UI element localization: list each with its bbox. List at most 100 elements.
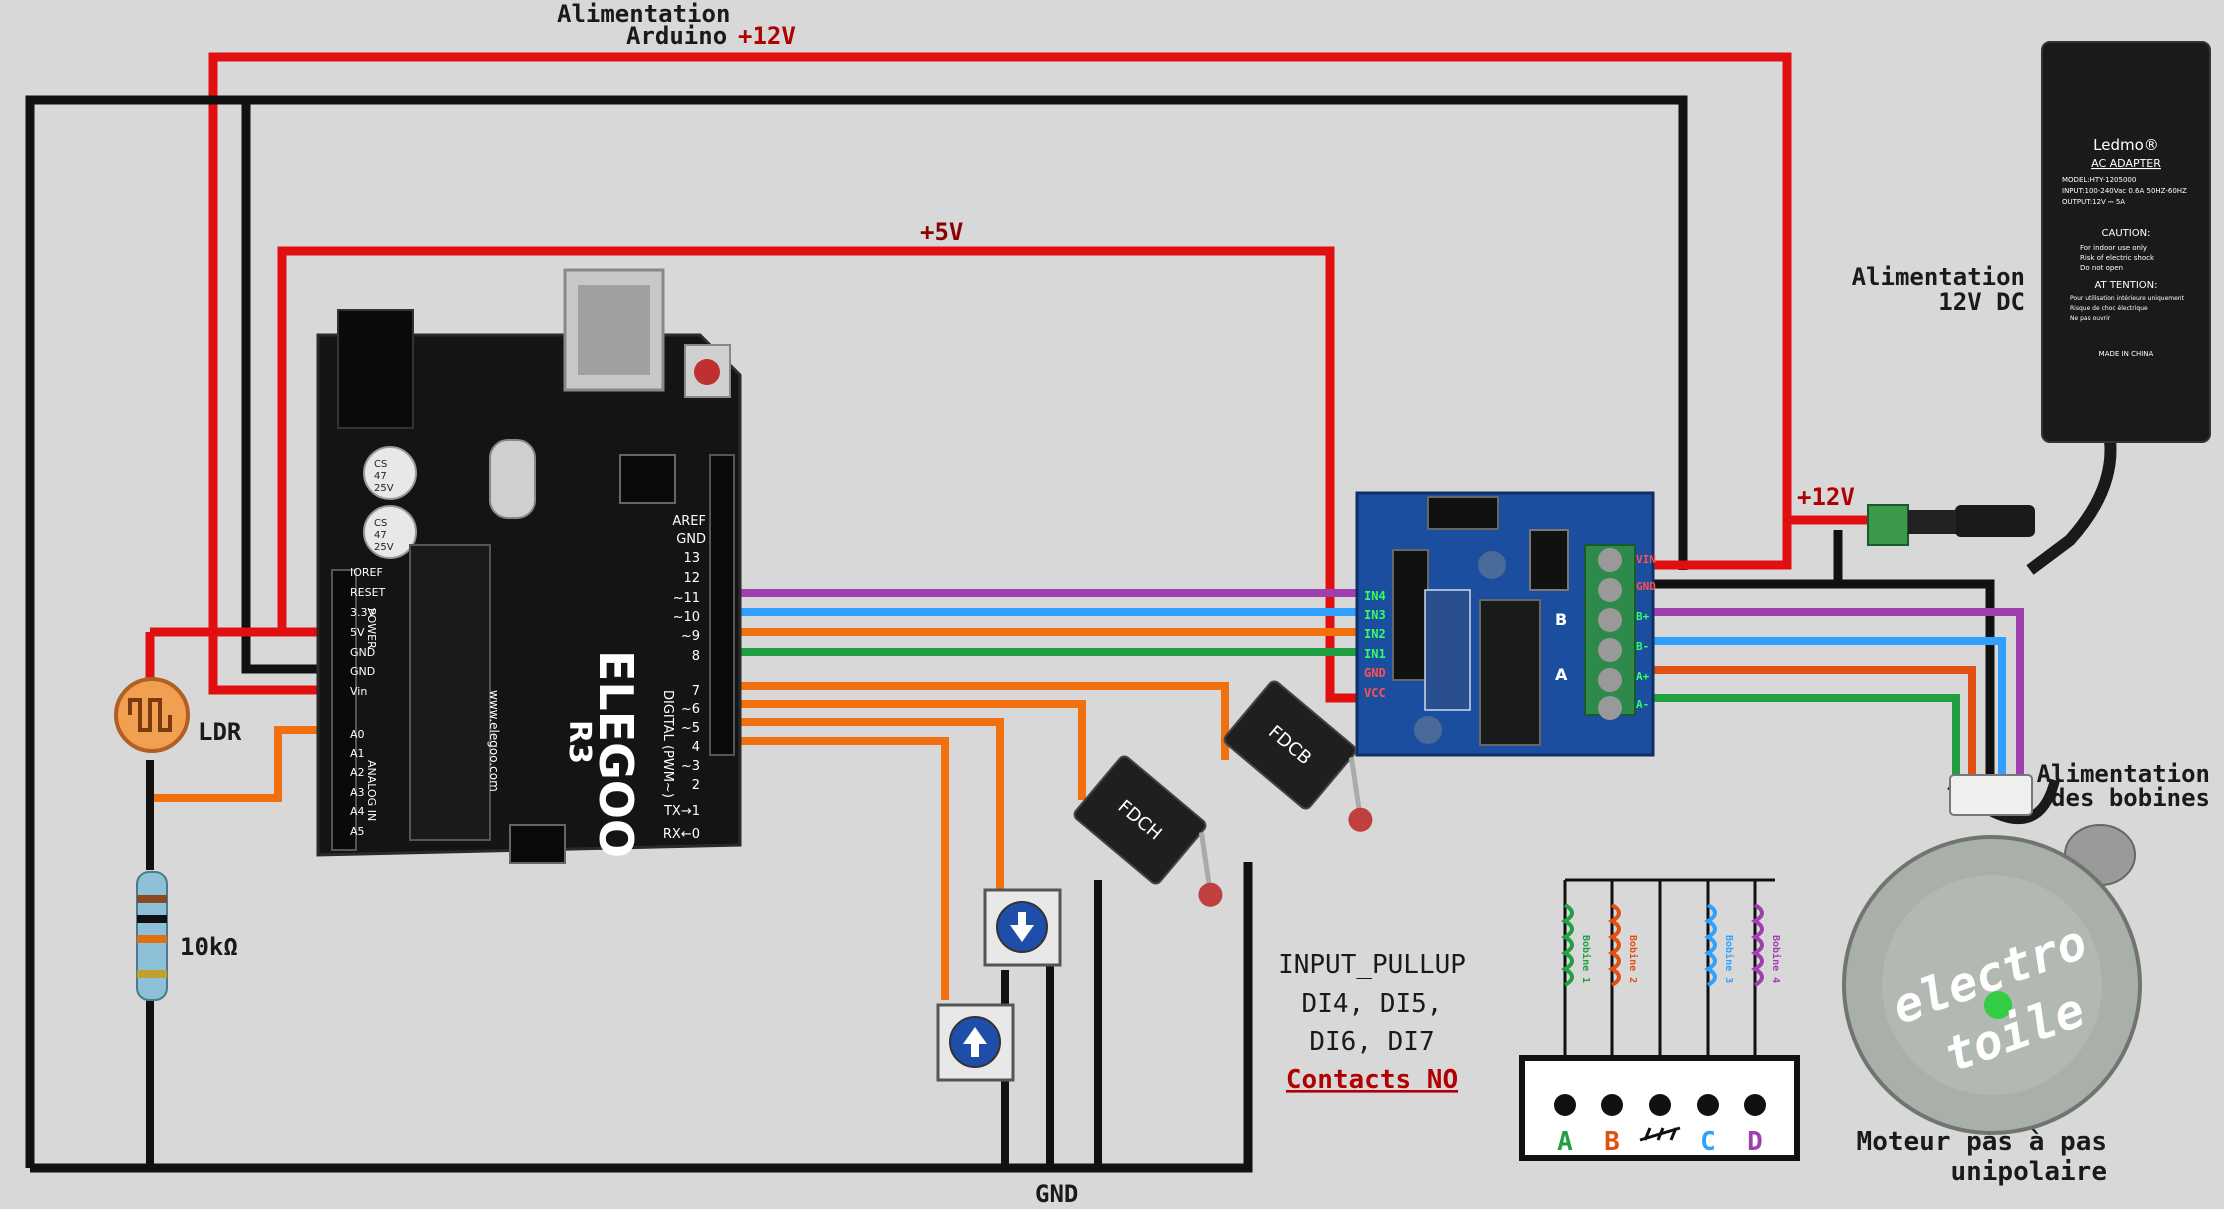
pin-vin: Vin (350, 685, 367, 698)
pin-5: ~5 (681, 721, 700, 736)
pin-2: 2 (692, 778, 700, 793)
arduino-model: R3 (562, 720, 597, 764)
digital-header (709, 454, 735, 756)
label-12v: +12V (1797, 483, 1855, 511)
label-5v: +5V (920, 218, 963, 246)
pin-gnd-2: GND (350, 665, 375, 678)
wire-d4 (716, 737, 949, 1000)
pin-7: 7 (692, 684, 700, 699)
coil-schematic (1519, 878, 1800, 1161)
pin-1: TX→1 (663, 804, 700, 819)
label-alim-arduino-1: Alimentation (557, 0, 730, 28)
label-alim-dc-2: 12V DC (1938, 288, 2025, 316)
driver-b-plus: B+ (1636, 610, 1650, 623)
label-ldr: LDR (198, 718, 242, 746)
limit-switch-fdch[interactable]: FDCH (1072, 754, 1253, 924)
pin-0: RX←0 (663, 827, 700, 842)
label-alim-arduino-voltage: +12V (738, 22, 796, 50)
adapter-input: INPUT:100-240Vac 0.6A 50HZ-60HZ (2062, 187, 2187, 195)
pin-4: 4 (692, 740, 700, 755)
pin-6: ~6 (681, 702, 700, 717)
wire-coil-orange (1650, 666, 1976, 775)
pin-gnd-d: GND (676, 532, 706, 547)
adapter-output: OUTPUT:12V ⎓ 5A (2062, 198, 2125, 206)
wire-gnd-outer (25, 95, 1688, 1168)
terminal-c: C (1700, 1127, 1716, 1157)
adapter-brand: Ledmo® (2093, 136, 2159, 154)
pin-11: ~11 (673, 591, 700, 606)
adapter-caution-title: CAUTION: (2102, 228, 2151, 239)
wire-12v-arduino (208, 52, 1868, 695)
pin-12: 12 (683, 571, 700, 586)
power-header (331, 569, 357, 851)
pin-3: ~3 (681, 759, 700, 774)
pin-3v3: 3.3V (350, 606, 375, 619)
pin-13: 13 (683, 551, 700, 566)
pin-reset: RESET (350, 586, 386, 599)
driver-vin: VIN (1636, 553, 1656, 566)
driver-out-gnd: GND (1636, 580, 1656, 593)
arduino-url: www.elegoo.com (487, 690, 501, 792)
stepper-driver-board: B A IN4 IN3 IN2 IN1 GND VCC VIN GND B+ B… (1355, 491, 1656, 757)
push-button-up[interactable] (936, 1003, 1015, 1082)
capacitor-1 (363, 446, 417, 500)
terminal-b: B (1604, 1127, 1620, 1157)
wires (25, 52, 2024, 1173)
limit-switch-fdcb[interactable]: FDCB (1222, 679, 1403, 849)
driver-in3: IN3 (1364, 608, 1386, 622)
coil-name-3: Bobine 3 (1723, 935, 1735, 983)
adapter-model: MODEL:HTY-1205000 (2062, 176, 2136, 184)
pin-a5: A5 (350, 825, 365, 838)
pin-a3: A3 (350, 786, 365, 799)
power-label: POWER (365, 608, 378, 649)
wire-coil-purple (1650, 608, 2024, 775)
driver-chip (1479, 599, 1541, 746)
pin-8: 8 (692, 649, 700, 664)
pin-a0: A0 (350, 728, 365, 741)
cap1-text-1: CS (374, 459, 387, 470)
wire-gnd-bus (30, 862, 1253, 1173)
driver-a-plus: A+ (1636, 670, 1650, 683)
coil-names: Bobine 1 Bobine 2 Bobine 3 Bobine 4 (1580, 935, 1782, 983)
capacitor-2 (363, 505, 417, 559)
terminal-a: A (1557, 1127, 1573, 1157)
label-gnd: GND (1035, 1180, 1078, 1208)
adapter-caution-2: Risk of electric shock (2080, 254, 2155, 262)
label-alim-dc-1: Alimentation (1852, 263, 2025, 291)
driver-in4: IN4 (1364, 589, 1386, 603)
ac-adapter: Ledmo® AC ADAPTER MODEL:HTY-1205000 INPU… (1867, 41, 2211, 825)
pin-5v: 5V (350, 626, 365, 639)
cap1-text-3: 25V (374, 483, 394, 494)
adapter-type: AC ADAPTER (2091, 157, 2161, 170)
arrow-up-icon (963, 1027, 987, 1057)
wire-d6 (716, 700, 1086, 800)
push-button-down[interactable] (983, 888, 1062, 967)
adapter-attention-1: Pour utilisation intérieure uniquement (2070, 295, 2185, 302)
microcontroller-chip (409, 544, 491, 841)
pin-ioref: IOREF (350, 566, 383, 579)
arrow-down-icon (1010, 912, 1034, 942)
pin-10: ~10 (673, 610, 700, 625)
pin-a4: A4 (350, 805, 365, 818)
coil-terminal-labels: A B C D (1557, 1127, 1763, 1157)
driver-in1: IN1 (1364, 647, 1386, 661)
cap2-text-2: 47 (374, 530, 387, 541)
wire-d7 (716, 682, 1229, 760)
wire-a0 (150, 726, 340, 802)
arduino-brand: ELEGOO (589, 650, 643, 858)
driver-vcc: VCC (1364, 686, 1386, 700)
label-alim-bobines-1: Alimentation (2037, 760, 2210, 788)
driver-gnd: GND (1364, 666, 1386, 680)
arduino-board: CS 47 25V CS 47 25V ELEGOO R3 www.elegoo… (316, 268, 742, 864)
wire-gnd-driver (1650, 530, 1995, 775)
driver-input-labels: IN4 IN3 IN2 IN1 GND VCC (1364, 589, 1386, 700)
driver-chip-label-b: B (1555, 610, 1567, 629)
pin-gnd-1: GND (350, 646, 375, 659)
coil-name-2: Bobine 2 (1627, 935, 1639, 983)
stepper-motor: electro toile (1842, 774, 2142, 1135)
cap2-text-3: 25V (374, 542, 394, 553)
power-pin-labels: IOREF RESET 3.3V 5V GND GND Vin A0 A1 A2… (350, 566, 386, 838)
driver-chip-label-a: A (1555, 665, 1568, 684)
wire-coil-blue (1650, 637, 2006, 775)
